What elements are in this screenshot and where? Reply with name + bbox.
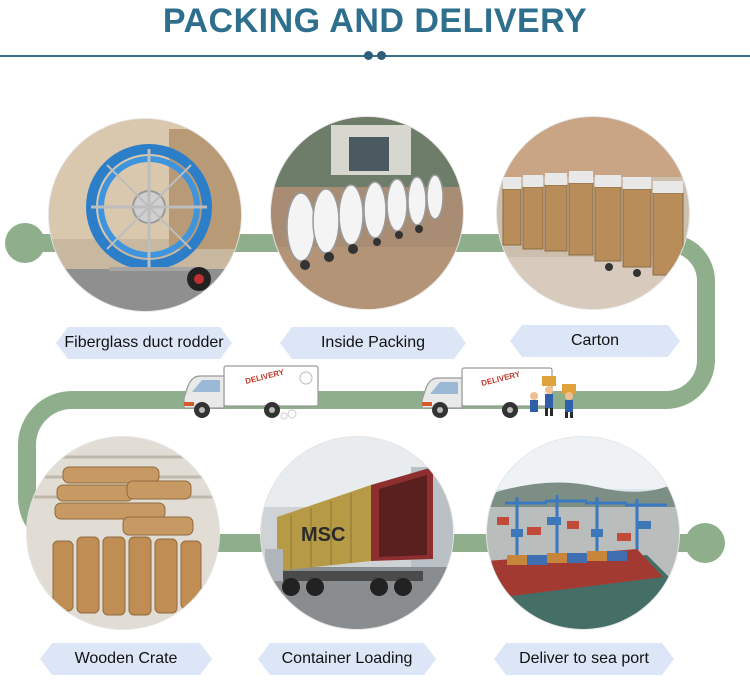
- step-label-fiberglass-duct-rodder: Fiberglass duct rodder: [56, 327, 232, 359]
- photo-carton: [497, 117, 689, 309]
- delivery-truck-icon: DELIVERY: [183, 365, 319, 420]
- step-label-carton: Carton: [510, 325, 680, 357]
- photo-container-loading: MSC: [261, 437, 453, 629]
- delivery-truck-icon: DELIVERY: [421, 367, 576, 418]
- photo-inside-packing: [271, 117, 463, 309]
- photo-wooden-crate: [27, 437, 219, 629]
- divider-dot: [377, 51, 386, 60]
- container-marking: MSC: [301, 524, 345, 546]
- page-title: PACKING AND DELIVERY: [162, 2, 588, 40]
- title-divider: [0, 55, 750, 57]
- step-label-deliver-to-sea-port: Deliver to sea port: [494, 643, 674, 675]
- photo-fiberglass-duct-rodder: [49, 119, 241, 311]
- photo-sea-port: [487, 437, 679, 629]
- divider-dot: [364, 51, 373, 60]
- step-label-inside-packing: Inside Packing: [280, 327, 466, 359]
- track-start-dot: [5, 223, 45, 263]
- track-end-dot: [685, 523, 725, 563]
- step-label-wooden-crate: Wooden Crate: [40, 643, 212, 675]
- step-label-container-loading: Container Loading: [258, 643, 436, 675]
